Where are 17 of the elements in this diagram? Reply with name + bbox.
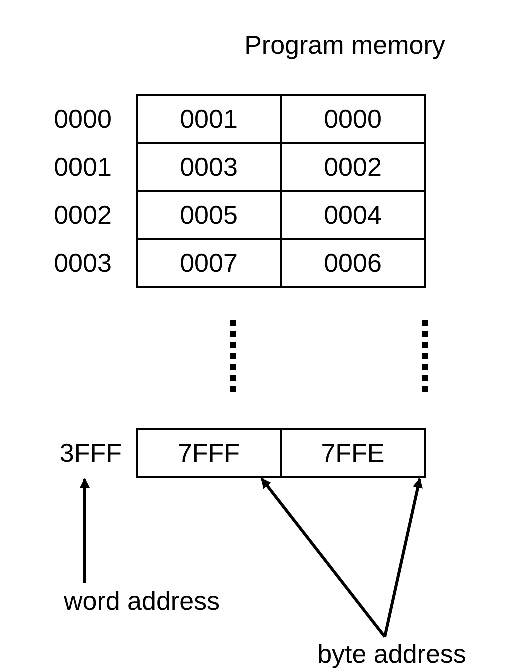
address-label: 0001	[53, 150, 113, 184]
address-label: 0003	[53, 246, 113, 280]
caption-text: byte address	[290, 637, 494, 671]
memory-cell: 0000	[280, 94, 426, 144]
address-label: 3FFF	[30, 428, 136, 478]
title: Program memory	[244, 28, 446, 62]
memory-cell: 0007	[136, 238, 282, 288]
address-label: 0002	[53, 198, 113, 232]
address-label: 0000	[53, 102, 113, 136]
memory-cell: 7FFF	[136, 428, 282, 478]
leader-arrow	[80, 478, 90, 583]
memory-cell: 7FFE	[280, 428, 426, 478]
leader-arrow	[384, 478, 423, 638]
caption-text: word address	[22, 583, 262, 619]
leader-arrow	[260, 478, 386, 638]
memory-cell: 0001	[136, 94, 282, 144]
memory-cell: 0006	[280, 238, 426, 288]
